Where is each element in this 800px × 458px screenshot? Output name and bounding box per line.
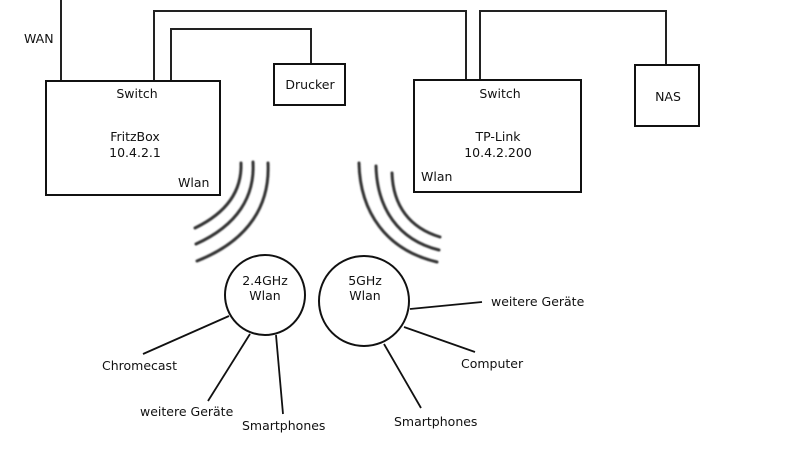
link-24-chromecast [142,315,230,355]
wlan-5ghz-band: 5GHz [348,273,382,288]
link-5-weitere [409,301,483,310]
cable-tplink-nas [479,10,667,81]
fritzbox-box [45,80,221,196]
device-computer: Computer [461,356,524,371]
nas-box [634,64,700,127]
wlan-24ghz-band: 2.4GHz [242,273,288,288]
fritzbox-ip: 10.4.2.1 [109,145,161,160]
tplink-wlan-label: Wlan [421,169,452,184]
wifi-signal-icon-fritzbox [193,160,270,263]
wifi-signal-icon-tplink [357,161,442,264]
device-weitere-geraete-5: weitere Geräte [491,294,585,309]
wlan-24ghz-circle [224,254,306,336]
wlan-5ghz-label: Wlan [349,288,380,303]
nas-label: NAS [655,89,681,104]
device-smartphones-24: Smartphones [242,418,325,433]
fritzbox-router[interactable]: Switch FritzBox 10.4.2.1 Wlan [45,80,221,196]
tplink-name: TP-Link [474,129,521,144]
tplink-router[interactable]: Switch TP-Link 10.4.2.200 Wlan [413,79,582,193]
wan-label: WAN [24,31,54,46]
tplink-switch-label: Switch [479,86,520,101]
device-smartphones-5: Smartphones [394,414,477,429]
wlan-5ghz-circle [318,255,410,347]
link-24-smartphones [275,334,284,415]
link-5-computer [403,326,476,353]
printer-label: Drucker [285,77,335,92]
nas[interactable]: NAS [634,64,700,127]
tplink-ip: 10.4.2.200 [464,145,532,160]
wlan-5ghz-node[interactable]: 5GHz Wlan [318,255,410,347]
device-chromecast: Chromecast [102,358,177,373]
fritzbox-switch-label: Switch [116,86,157,101]
cable-fritzbox-printer [170,28,312,81]
link-5-smartphones [383,343,422,409]
cable-fritzbox-tplink [153,10,467,81]
device-weitere-geraete-24: weitere Geräte [140,404,234,419]
wlan-24ghz-label: Wlan [249,288,280,303]
printer-box [273,63,346,106]
printer[interactable]: Drucker [273,63,346,106]
fritzbox-name: FritzBox [110,129,160,144]
tplink-box [413,79,582,193]
link-24-weitere [207,333,251,402]
fritzbox-wlan-label: Wlan [178,175,209,190]
wlan-24ghz-node[interactable]: 2.4GHz Wlan [224,254,306,336]
